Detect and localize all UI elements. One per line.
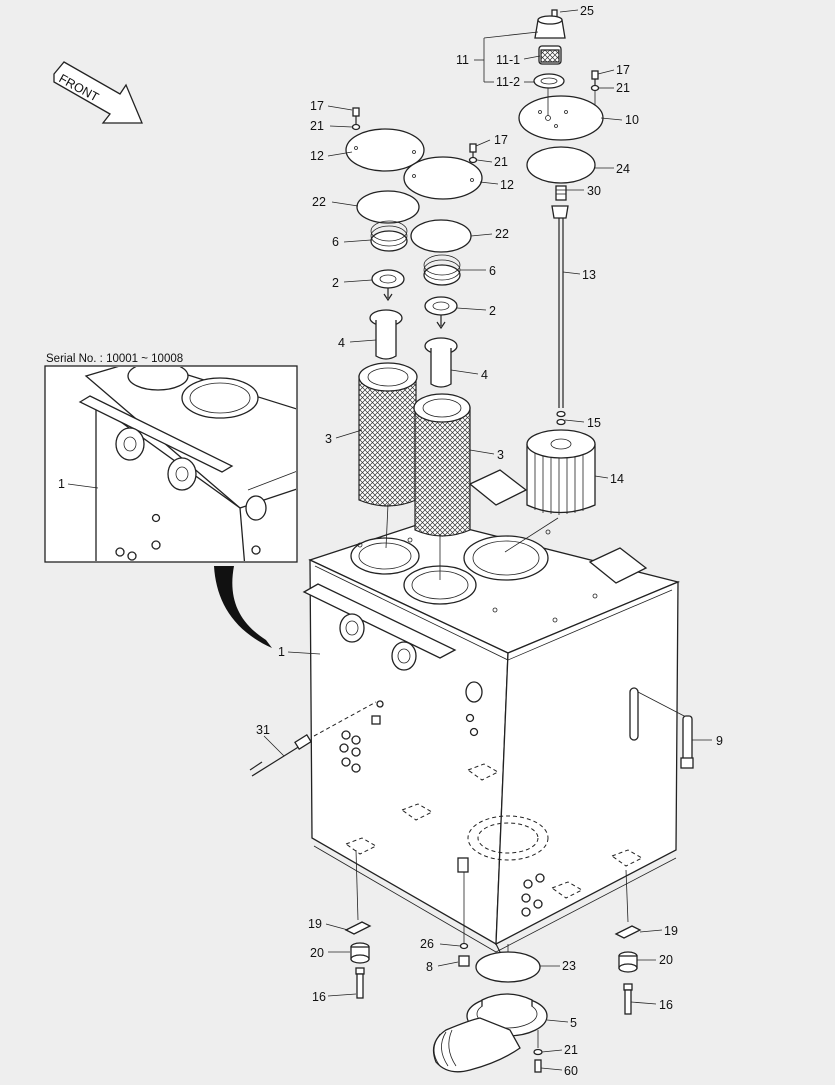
callout-6-right: 6 [489, 264, 496, 278]
mount-left [344, 849, 372, 999]
callout-13: 13 [582, 268, 596, 282]
callout-16-right: 16 [659, 998, 673, 1012]
callout-5: 5 [570, 1016, 577, 1030]
callout-3-left: 3 [325, 432, 332, 446]
mount-right [614, 869, 642, 1015]
callout-17-left: 17 [310, 99, 324, 113]
suction-assembly [432, 872, 548, 1073]
callout-1-main: 1 [278, 645, 285, 659]
callout-11: 11 [456, 53, 469, 67]
callout-17-middle: 17 [494, 133, 508, 147]
sensor-31 [249, 700, 384, 777]
callout-21-left: 21 [310, 119, 324, 133]
callout-26: 26 [420, 937, 434, 951]
serial-inset: Serial No. : 10001 ~ 10008 1 [44, 353, 298, 563]
callout-14: 14 [610, 472, 624, 486]
right-filter-stack [504, 9, 604, 553]
callout-22-left: 22 [312, 195, 326, 209]
leader-lines [263, 9, 712, 1071]
callout-labels: 25 11 11-1 11-2 17 21 10 24 30 13 15 14 … [256, 4, 723, 1078]
level-gauge-9 [629, 687, 694, 769]
callout-20-left: 20 [310, 946, 324, 960]
callout-31: 31 [256, 723, 270, 737]
left-filter-stack [345, 107, 425, 549]
inset-serial-text: Serial No. : 10001 ~ 10008 [46, 353, 183, 365]
callout-4-left: 4 [338, 336, 345, 350]
callout-3-right: 3 [497, 448, 504, 462]
callout-2-left: 2 [332, 276, 339, 290]
callout-6-left: 6 [332, 235, 339, 249]
callout-8: 8 [426, 960, 433, 974]
callout-21-bottom: 21 [564, 1043, 578, 1057]
callout-22-right: 22 [495, 227, 509, 241]
callout-12-left: 12 [310, 149, 324, 163]
callout-21-middle: 21 [494, 155, 508, 169]
inset-pointer [214, 566, 272, 648]
callout-17-right: 17 [616, 63, 630, 77]
front-arrow: FRONT [53, 61, 143, 124]
callout-2-right: 2 [489, 304, 496, 318]
callout-20-right: 20 [659, 953, 673, 967]
callout-12-middle: 12 [500, 178, 514, 192]
callout-60: 60 [564, 1064, 578, 1078]
callout-16-left: 16 [312, 990, 326, 1004]
callout-9: 9 [716, 734, 723, 748]
middle-filter-stack [403, 143, 483, 580]
callout-25: 25 [580, 4, 594, 18]
hydraulic-tank [302, 469, 681, 953]
callout-11-1: 11-1 [496, 53, 520, 67]
callout-19-right: 19 [664, 924, 678, 938]
callout-15: 15 [587, 416, 601, 430]
callout-4-right: 4 [481, 368, 488, 382]
callout-24: 24 [616, 162, 630, 176]
callout-11-2: 11-2 [496, 75, 520, 89]
callout-19-left: 19 [308, 917, 322, 931]
callout-21-right: 21 [616, 81, 630, 95]
inset-callout-1: 1 [58, 477, 65, 491]
callout-23: 23 [562, 959, 576, 973]
callout-10: 10 [625, 113, 639, 127]
callout-30: 30 [587, 184, 601, 198]
